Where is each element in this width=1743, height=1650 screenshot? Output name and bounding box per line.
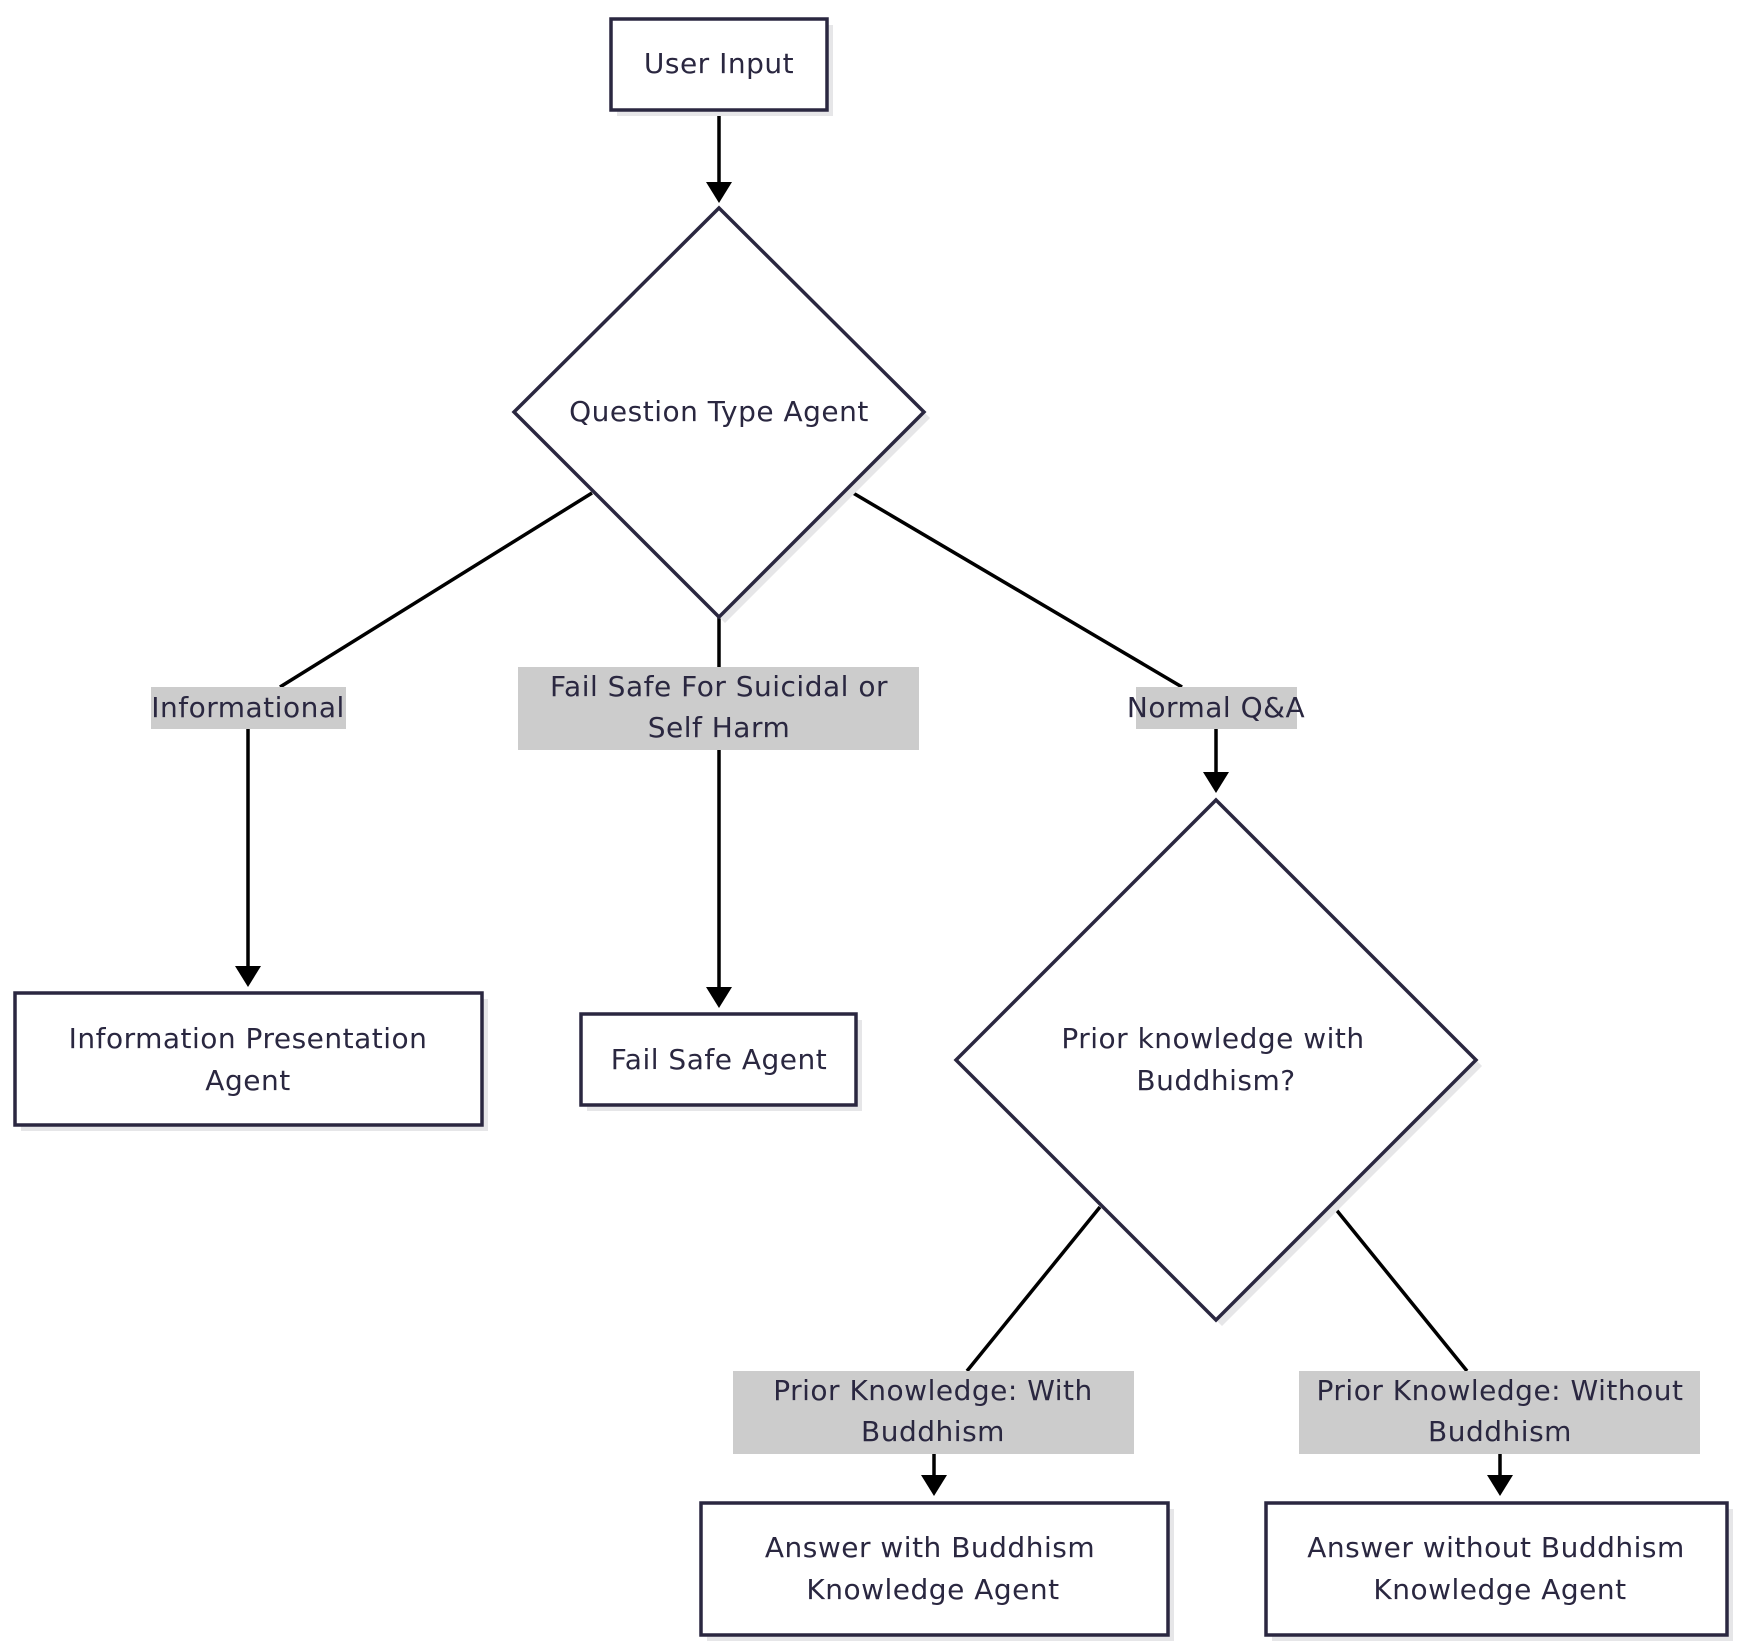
- node-answer-without-buddhism-agent[interactable]: Answer without Buddhism Knowledge Agent: [1264, 1501, 1733, 1641]
- edge-label-text: Buddhism: [1428, 1415, 1572, 1448]
- edge-label-text: Prior Knowledge: With: [773, 1374, 1093, 1407]
- node-fail-safe-agent[interactable]: Fail Safe Agent: [579, 1012, 862, 1111]
- edge-label-text: Prior Knowledge: Without: [1317, 1374, 1684, 1407]
- edge-normal-qa: [847, 488, 1229, 793]
- edge-label-text: Self Harm: [648, 711, 791, 744]
- edge-label-text: Normal Q&A: [1127, 691, 1305, 724]
- edge-failsafe: [706, 617, 732, 1008]
- edge-label-failsafe: Fail Safe For Suicidal or Self Harm: [518, 667, 919, 750]
- node-label: Answer with Buddhism: [765, 1531, 1095, 1564]
- edge-label-without-buddhism: Prior Knowledge: Without Buddhism: [1299, 1371, 1700, 1454]
- edge-user-input-to-question-type: [706, 110, 732, 203]
- node-label: Fail Safe Agent: [611, 1043, 827, 1076]
- node-information-presentation-agent[interactable]: Information Presentation Agent: [13, 991, 488, 1131]
- node-label: Question Type Agent: [569, 395, 869, 428]
- edge-label-normal-qa: Normal Q&A: [1127, 687, 1305, 729]
- node-label: Information Presentation: [69, 1022, 428, 1055]
- nodes: User Input Question Type Agent Informati…: [13, 17, 1733, 1641]
- node-label: Agent: [205, 1064, 290, 1097]
- edges: [235, 110, 1513, 1496]
- node-label: Knowledge Agent: [806, 1573, 1059, 1606]
- edge-informational: [235, 491, 593, 987]
- node-label: Buddhism?: [1136, 1064, 1295, 1097]
- arrowhead: [1203, 772, 1229, 793]
- edge-without-buddhism: [1332, 1205, 1513, 1496]
- edge-label-text: Buddhism: [861, 1415, 1005, 1448]
- node-label: User Input: [644, 47, 794, 80]
- edge-with-buddhism: [921, 1205, 1102, 1496]
- node-user-input[interactable]: User Input: [609, 17, 833, 116]
- edge-label-text: Fail Safe For Suicidal or: [550, 670, 888, 703]
- node-answer-with-buddhism-agent[interactable]: Answer with Buddhism Knowledge Agent: [699, 1501, 1174, 1641]
- edge-labels: Informational Fail Safe For Suicidal or …: [151, 667, 1700, 1454]
- node-label: Answer without Buddhism: [1307, 1531, 1685, 1564]
- node-label: Knowledge Agent: [1373, 1573, 1626, 1606]
- arrowhead: [1487, 1475, 1513, 1496]
- arrowhead: [706, 987, 732, 1008]
- arrowhead: [706, 182, 732, 203]
- edge-label-text: Informational: [151, 691, 345, 724]
- edge-label-with-buddhism: Prior Knowledge: With Buddhism: [733, 1371, 1134, 1454]
- node-question-type-agent[interactable]: Question Type Agent: [511, 205, 930, 623]
- arrowhead: [235, 966, 261, 987]
- edge-label-informational: Informational: [151, 687, 346, 729]
- arrowhead: [921, 1475, 947, 1496]
- node-label: Prior knowledge with: [1061, 1022, 1364, 1055]
- node-prior-knowledge-decision[interactable]: Prior knowledge with Buddhism?: [953, 797, 1482, 1326]
